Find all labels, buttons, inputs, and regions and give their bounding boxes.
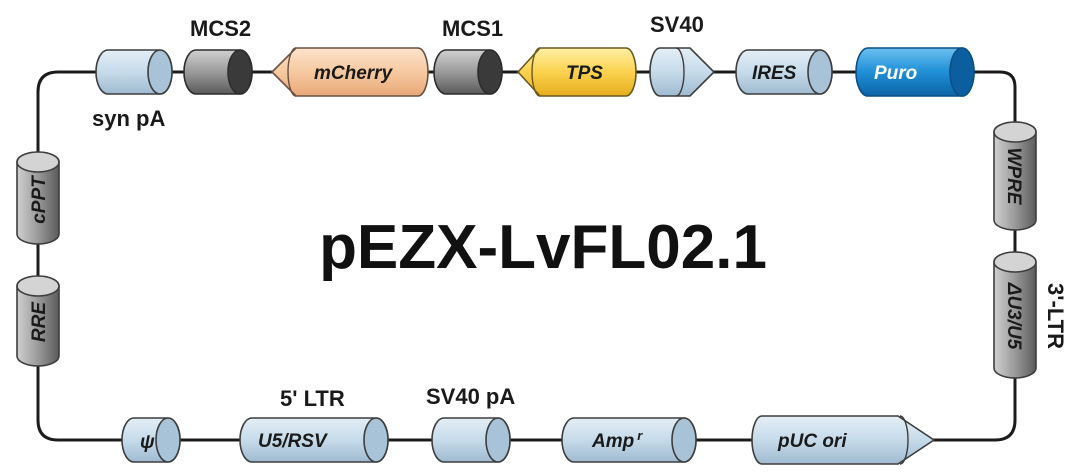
wpre-label: WPRE (1003, 148, 1024, 206)
amp-element (561, 417, 697, 463)
delta-u3-u5-label: ΔU3/U5 (1003, 282, 1024, 350)
sv40-pa-element (431, 417, 511, 463)
psi-label: ψ (140, 432, 155, 453)
mcs1-element (433, 49, 503, 95)
sv40-label: SV40 (650, 12, 704, 37)
mcs2-element (183, 49, 253, 95)
puro-element (855, 47, 975, 97)
mcherry-element (270, 47, 429, 97)
amp-text: Amp (591, 431, 634, 452)
puc-ori-element (751, 415, 936, 465)
mcs2-label: MCS2 (190, 16, 251, 41)
ires-label: IRES (752, 63, 797, 84)
sv40-element (649, 47, 716, 97)
backbone-loop (36, 70, 1017, 442)
rre-element (16, 275, 60, 367)
puc-ori-label: pUC ori (777, 431, 847, 452)
u5-rsv-element (239, 417, 389, 463)
mcherry-label: mCherry (314, 63, 394, 84)
tps-label: TPS (566, 63, 603, 84)
tps-element (516, 47, 637, 97)
ltr3-label: 3'-LTR (1043, 283, 1068, 349)
rre-label: RRE (29, 301, 50, 342)
ires-element (735, 49, 833, 95)
cppt-label: cPPT (29, 175, 50, 224)
ltr5-label: 5' LTR (280, 386, 345, 411)
sv40-pa-label: SV40 pA (426, 384, 515, 409)
syn-pa-label: syn pA (92, 106, 165, 131)
wpre-element (993, 121, 1037, 231)
cppt-element (16, 151, 60, 245)
mcs1-label: MCS1 (442, 16, 503, 41)
syn-pa-element (95, 49, 173, 95)
amp-superscript: r (637, 428, 643, 443)
psi-element (121, 417, 181, 463)
delta-u3-u5-element (993, 251, 1037, 379)
puro-label: Puro (874, 63, 917, 84)
u5-rsv-label: U5/RSV (258, 431, 328, 452)
plasmid-title: pEZX-LvFL02.1 (319, 213, 767, 282)
